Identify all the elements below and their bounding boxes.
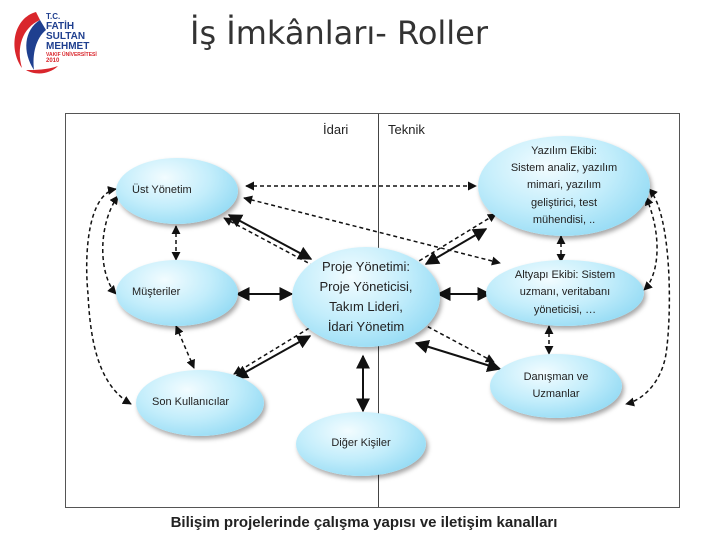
node-diger-kisiler: Diğer Kişiler (296, 412, 426, 476)
node-proje-line-2: Proje Yöneticisi, (319, 278, 413, 294)
link-danisman-proje (414, 340, 502, 372)
node-yazilim-line-5: mühendisi, .. (532, 213, 596, 226)
node-proje-line-3: Takım Lideri, (329, 299, 403, 314)
node-proje-line-4: İdari Yönetim (327, 319, 405, 335)
university-logo: T.C. FATİH SULTAN MEHMET VAKIF ÜNİVERSİT… (6, 8, 110, 78)
node-altyapi-line-2: uzmanı, veritabanı (519, 286, 611, 299)
node-ust-yonetim-label: Üst Yönetim (132, 184, 192, 197)
node-yazilim-line-1: Yazılım Ekibi: (531, 145, 597, 158)
logo-line-5: VAKIF ÜNİVERSİTESİ (46, 52, 97, 58)
node-proje-yonetimi: Proje Yönetimi: Proje Yöneticisi, Takım … (292, 247, 440, 347)
node-ust-yonetim: Üst Yönetim (116, 158, 238, 224)
logo-line-6: 2010 (46, 58, 60, 64)
link-ust-proje (227, 214, 313, 260)
dash-left-inner (102, 195, 119, 295)
node-musteriler: Müşteriler (116, 260, 238, 326)
node-son-kullanicilar-label: Son Kullanıcılar (152, 396, 230, 409)
caption: Bilişim projelerinde çalışma yapısı ve i… (170, 514, 558, 531)
connection-lines (85, 181, 671, 413)
dash-musteri-son (175, 325, 195, 369)
diagram-frame: İdari Teknik (65, 113, 680, 508)
node-yazilim-line-3: mimari, yazılım (527, 179, 601, 192)
node-danisman: Danışman ve Uzmanlar (490, 354, 622, 418)
dash-son-yazilim (233, 213, 497, 375)
logo-text: T.C. FATİH SULTAN MEHMET VAKIF ÜNİVERSİT… (46, 12, 97, 65)
column-label-teknik: Teknik (388, 122, 425, 137)
node-yazilim-line-4: geliştirici, test (530, 196, 598, 209)
logo-emblem-icon (14, 12, 58, 74)
link-son-proje (233, 335, 312, 379)
node-diger-kisiler-label: Diğer Kişiler (331, 437, 391, 450)
node-altyapi-ekibi: Altyapı Ekibi: Sistem uzmanı, veritabanı… (486, 260, 644, 326)
logo-line-4: MEHMET (46, 41, 90, 52)
node-danisman-line-2: Uzmanlar (532, 388, 580, 400)
node-altyapi-line-3: yöneticisi, … (533, 303, 597, 316)
node-danisman-line-1: Danışman ve (523, 370, 589, 383)
logo-line-2: FATİH (46, 21, 75, 32)
dash-left-outer (85, 186, 132, 405)
node-yazilim-ekibi: Yazılım Ekibi: Sistem analiz, yazılım mi… (478, 136, 650, 236)
logo-line-1: T.C. (46, 12, 61, 21)
page-title: İş İmkânları- Roller (190, 14, 489, 52)
node-proje-line-1: Proje Yönetimi: (322, 258, 410, 274)
dash-right-outer (625, 188, 671, 407)
dash-right-inner (643, 196, 658, 291)
column-label-idari: İdari (323, 122, 349, 137)
node-musteriler-label: Müşteriler (132, 286, 181, 299)
logo-line-3: SULTAN (46, 31, 86, 42)
node-son-kullanicilar: Son Kullanıcılar (136, 370, 264, 436)
node-yazilim-line-2: Sistem analiz, yazılım (510, 162, 618, 175)
node-altyapi-line-1: Altyapı Ekibi: Sistem (514, 269, 616, 282)
